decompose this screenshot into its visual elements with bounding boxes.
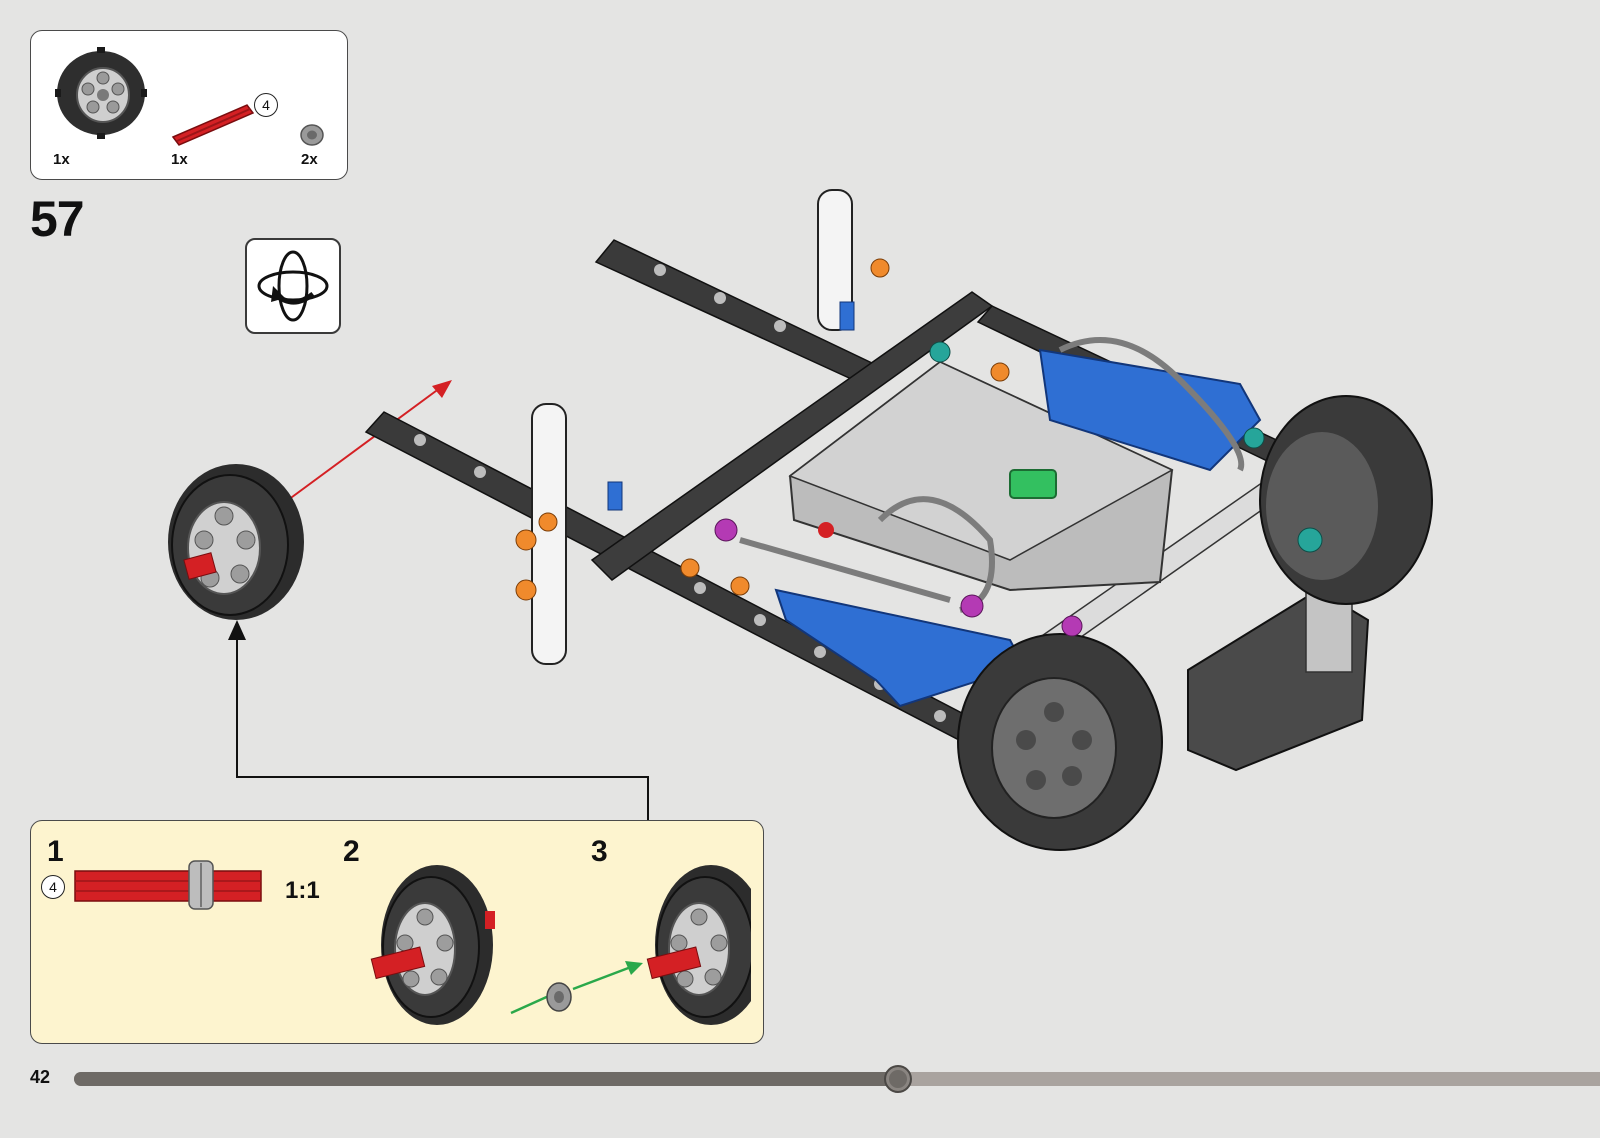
front-wheel bbox=[958, 634, 1162, 850]
page-number: 42 bbox=[30, 1067, 50, 1088]
progress-bar bbox=[74, 1072, 1600, 1086]
loose-wheel bbox=[168, 464, 304, 620]
callout-line bbox=[228, 620, 648, 820]
sub-step-1-number: 1 bbox=[47, 835, 64, 869]
sub-step-2-number: 2 bbox=[343, 835, 360, 869]
axle-with-bush-icon bbox=[73, 859, 265, 911]
motor bbox=[1188, 590, 1368, 770]
scale-label: 1:1 bbox=[285, 877, 320, 905]
sub-assembly-box: 1 4 1:1 2 3 bbox=[30, 820, 764, 1044]
wheel-with-axle-icon bbox=[367, 861, 497, 1029]
progress-bar-fill bbox=[74, 1072, 898, 1086]
progress-knob bbox=[884, 1065, 912, 1093]
bush-insertion-icon bbox=[501, 861, 751, 1029]
rear-wheel bbox=[1260, 396, 1432, 604]
sub-step-1-length-marker: 4 bbox=[41, 875, 65, 899]
